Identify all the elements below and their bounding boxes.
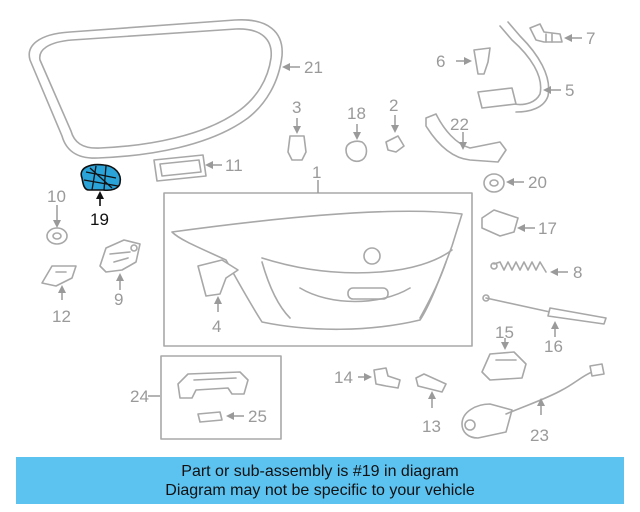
part-23-camera[interactable] [461,363,605,439]
part-22-hinge[interactable] [425,113,507,163]
part-17-block[interactable] [481,209,519,237]
callout-9: 9 [114,290,123,309]
callout-20: 20 [528,173,547,192]
part-14-bolt[interactable] [373,367,401,389]
callout-15: 15 [495,323,514,342]
part-13-screw[interactable] [415,373,447,393]
part-4-bracket[interactable] [197,259,239,297]
part-3-clip[interactable] [287,135,307,161]
part-1-trunk-lid[interactable] [163,192,473,347]
callout-7: 7 [586,29,595,48]
part-2-pin[interactable] [385,135,405,153]
part-16-strut[interactable] [482,294,607,325]
callout-2: 2 [389,96,398,115]
callout-25: 25 [248,407,267,426]
part-9-latch[interactable] [99,239,141,273]
part-8-spring[interactable] [490,261,547,273]
banner-line-1: Part or sub-assembly is #19 in diagram [181,462,459,480]
callout-22: 22 [450,115,469,134]
callout-5: 5 [565,81,574,100]
callout-19: 19 [90,210,109,229]
part-19-highlighted[interactable] [80,163,122,192]
part-10-grommet[interactable] [46,227,68,245]
info-banner: Part or sub-assembly is #19 in diagram D… [16,457,624,504]
part-15-lamp[interactable] [481,351,527,381]
part-11-plate[interactable] [153,154,207,182]
callout-16: 16 [544,337,563,356]
callout-3: 3 [292,98,301,117]
callout-1: 1 [312,163,321,182]
part-5-hinge[interactable] [477,21,550,113]
part-20-bumper[interactable] [483,173,505,193]
callout-24: 24 [130,387,149,406]
callout-21: 21 [304,58,323,77]
parts-diagram: 21 11 19 10 12 9 1 [28,19,607,445]
part-12-clip[interactable] [41,265,77,287]
callout-6: 6 [436,52,445,71]
part-6-clip[interactable] [473,47,491,75]
banner-line-2: Diagram may not be specific to your vehi… [165,481,475,499]
callout-4: 4 [212,317,221,336]
callout-14: 14 [334,368,353,387]
part-7-bolt[interactable] [529,23,563,43]
callout-10: 10 [47,187,66,206]
callout-12: 12 [52,307,71,326]
part-24-subassembly[interactable] [160,355,282,440]
part-18-cap[interactable] [345,140,368,163]
callout-17: 17 [538,219,557,238]
part-21-seal[interactable] [28,19,283,159]
callout-18: 18 [347,104,366,123]
callout-11: 11 [225,156,243,175]
part-25-bulb[interactable] [197,411,223,423]
callout-23: 23 [530,426,549,445]
callout-8: 8 [573,263,582,282]
callout-13: 13 [422,417,441,436]
